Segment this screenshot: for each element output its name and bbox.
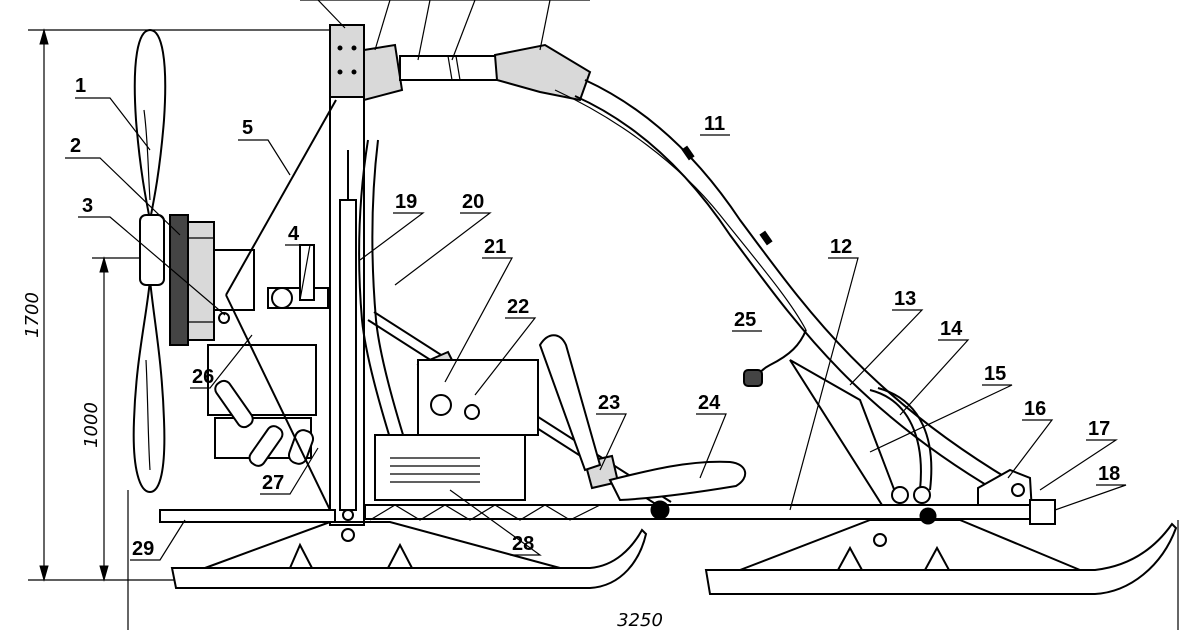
dimension-1000-label: 1000 <box>81 402 102 448</box>
callout-27: 27 <box>262 472 284 494</box>
callout-28: 28 <box>512 533 534 555</box>
callout-5: 5 <box>242 117 253 139</box>
callout-22: 22 <box>507 296 529 318</box>
callout-2: 2 <box>70 135 81 157</box>
callout-1: 3 <box>82 195 93 217</box>
callout-19: 19 <box>395 191 417 213</box>
callout-29: 29 <box>132 538 154 560</box>
propeller <box>132 28 167 494</box>
callout-11: 11 <box>704 113 725 135</box>
callout-13: 13 <box>894 288 916 310</box>
callout-25: 25 <box>734 309 756 331</box>
callout-3: 1 <box>75 75 86 97</box>
dimension-lines <box>28 28 1179 630</box>
front-ski <box>704 519 1178 595</box>
engine-assembly <box>169 214 329 467</box>
callout-12: 12 <box>830 236 852 258</box>
dimension-3250-label: 3250 <box>617 610 663 630</box>
callout-21: 21 <box>484 236 506 258</box>
callout-18: 18 <box>1098 463 1120 485</box>
callout-20: 20 <box>462 191 484 213</box>
callout-17: 17 <box>1088 418 1110 440</box>
callout-23: 23 <box>598 392 620 414</box>
frame <box>159 24 1056 526</box>
callout-26: 26 <box>192 366 214 388</box>
callout-labels: 1 2 3 4 5 11 12 13 14 15 16 17 18 19 20 … <box>70 75 1120 560</box>
leader-lines <box>65 0 1127 561</box>
callout-15: 15 <box>984 363 1006 385</box>
callout-14: 14 <box>940 318 963 340</box>
dimension-1700-label: 1700 <box>22 292 43 338</box>
rear-ski <box>170 521 648 589</box>
callout-16: 16 <box>1024 398 1046 420</box>
callout-4: 4 <box>288 223 300 245</box>
callout-24: 24 <box>698 392 721 414</box>
